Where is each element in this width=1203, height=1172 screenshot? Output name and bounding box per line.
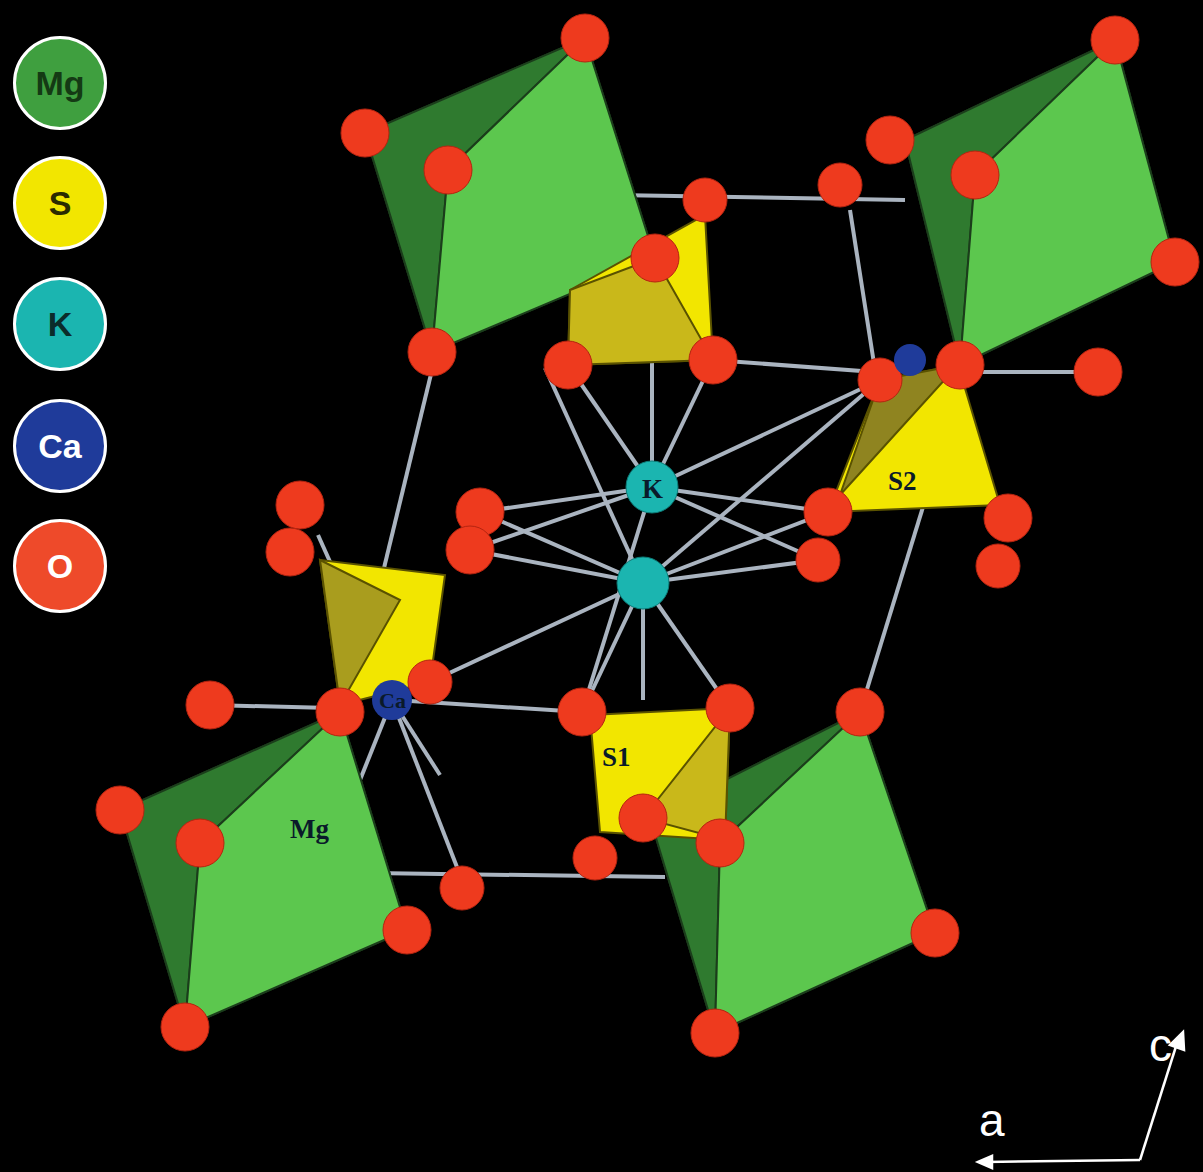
axis-label: a	[979, 1097, 1005, 1143]
legend-text: K	[48, 305, 73, 344]
axis-label: c	[1149, 1022, 1172, 1068]
legend-text: S	[49, 184, 72, 223]
legend-text: Ca	[38, 427, 81, 466]
legend-swatch: Mg	[13, 36, 107, 130]
atom-label: Ca	[379, 690, 406, 712]
legend-text: O	[47, 547, 73, 586]
atom-label: S1	[602, 744, 631, 771]
legend-swatch: K	[13, 277, 107, 371]
atom-label: Mg	[290, 816, 329, 843]
legend-swatch: O	[13, 519, 107, 613]
legend-text: Mg	[35, 64, 84, 103]
legend-swatch: Ca	[13, 399, 107, 493]
atom-label: K	[642, 476, 663, 503]
atom-label: S2	[888, 468, 917, 495]
legend-swatch: S	[13, 156, 107, 250]
